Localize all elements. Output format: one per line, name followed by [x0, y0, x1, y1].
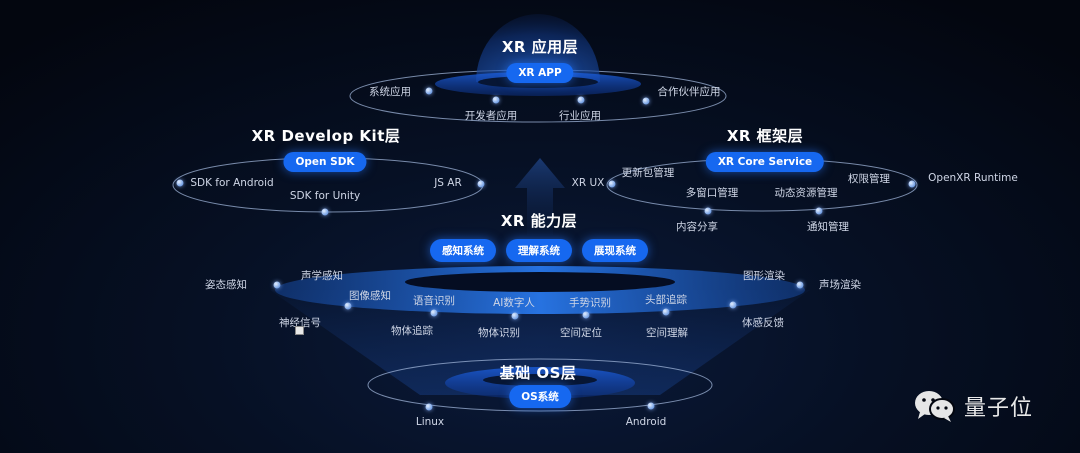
app-item-system: 系统应用	[369, 86, 411, 98]
node-dot	[344, 302, 352, 310]
watermark: 量子位	[912, 389, 1033, 423]
cap-item-gesture: 手势识别	[569, 297, 611, 309]
framework-item-notification: 通知管理	[807, 221, 849, 233]
cap-item-neural: 神经信号	[279, 317, 321, 329]
framework-item-openxr: OpenXR Runtime	[928, 172, 1018, 184]
node-dot	[704, 207, 712, 215]
framework-item-share: 内容分享	[676, 221, 718, 233]
node-dot	[796, 281, 804, 289]
cap-item-soundfield: 声场渲染	[819, 279, 861, 291]
node-dot	[642, 97, 650, 105]
os-item-android: Android	[625, 416, 667, 428]
cap-item-speech: 语音识别	[413, 295, 455, 307]
app-item-developer: 开发者应用	[464, 110, 518, 122]
devkit-item-unity: SDK for Unity	[289, 190, 361, 202]
cursor-marker-icon	[295, 326, 304, 335]
os-layer-title: 基础 OS层	[499, 364, 577, 382]
node-dot	[577, 96, 585, 104]
app-item-industry: 行业应用	[559, 110, 601, 122]
node-dot	[477, 180, 485, 188]
capability-layer-title: XR 能力层	[500, 212, 578, 230]
open-sdk-pill[interactable]: Open SDK	[283, 152, 367, 172]
cap-item-pose: 姿态感知	[205, 279, 247, 291]
node-dot	[321, 208, 329, 216]
node-dot	[425, 87, 433, 95]
devkit-layer-title: XR Develop Kit层	[251, 127, 401, 145]
node-dot	[425, 403, 433, 411]
xr-app-pill[interactable]: XR APP	[506, 63, 574, 83]
cap-item-head-tracking: 头部追踪	[645, 294, 687, 306]
cap-item-graphics-render: 图形渲染	[743, 270, 785, 282]
app-layer-title: XR 应用层	[501, 38, 579, 56]
framework-item-permission: 权限管理	[848, 173, 890, 185]
node-dot	[492, 96, 500, 104]
node-dot	[908, 180, 916, 188]
os-item-linux: Linux	[415, 416, 445, 428]
presentation-system-pill[interactable]: 展现系统	[582, 239, 648, 262]
cap-item-haptic: 体感反馈	[742, 317, 784, 329]
node-dot	[511, 312, 519, 320]
cap-item-acoustic: 声学感知	[301, 270, 343, 282]
perception-system-pill[interactable]: 感知系统	[430, 239, 496, 262]
framework-layer-title: XR 框架层	[726, 127, 804, 145]
xr-core-service-pill[interactable]: XR Core Service	[705, 152, 825, 172]
framework-item-dynamic-resource: 动态资源管理	[774, 187, 838, 199]
devkit-item-android: SDK for Android	[190, 177, 274, 189]
node-dot	[662, 308, 670, 316]
wechat-icon	[915, 391, 955, 422]
devkit-item-jsar: JS AR	[434, 177, 462, 189]
cap-item-image: 图像感知	[349, 290, 391, 302]
framework-item-update: 更新包管理	[621, 167, 675, 179]
cap-item-ai-human: AI数字人	[493, 297, 535, 309]
cap-item-object-recognition: 物体识别	[478, 327, 520, 339]
cap-item-spatial-understanding: 空间理解	[646, 327, 688, 339]
node-dot	[430, 309, 438, 317]
node-dot	[582, 311, 590, 319]
framework-item-multiwindow: 多窗口管理	[685, 187, 739, 199]
node-dot	[647, 402, 655, 410]
node-dot	[815, 207, 823, 215]
understanding-system-pill[interactable]: 理解系统	[506, 239, 572, 262]
cap-item-spatial-positioning: 空间定位	[560, 327, 602, 339]
node-dot	[176, 179, 184, 187]
node-dot	[608, 180, 616, 188]
framework-item-xrux: XR UX	[571, 177, 605, 189]
app-item-partner: 合作伙伴应用	[657, 86, 721, 98]
watermark-text: 量子位	[964, 396, 1034, 421]
node-dot	[273, 281, 281, 289]
cap-item-object-tracking: 物体追踪	[391, 325, 433, 337]
os-system-pill[interactable]: OS系统	[509, 385, 571, 408]
node-dot	[729, 301, 737, 309]
